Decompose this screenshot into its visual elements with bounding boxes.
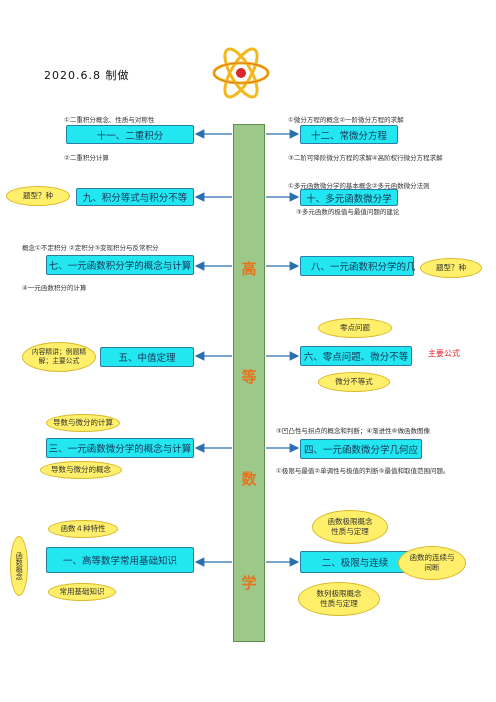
- node-basic-knowledge[interactable]: 一、高等数学常用基础知识: [46, 547, 194, 573]
- node-mean-value-theorem[interactable]: 五、中值定理: [100, 347, 194, 367]
- oval-function-properties: 函数４种特性: [48, 520, 118, 538]
- note-ode-top: ①微分方程的概念②一阶微分方程的求解: [288, 116, 404, 124]
- trunk-char: 数: [241, 470, 257, 488]
- node-multivariate-differential[interactable]: 十、多元函数微分学: [300, 189, 398, 206]
- note-multivariate-bottom: ③多元函数的极值与最值问题的建论: [296, 208, 400, 216]
- node-double-integral[interactable]: 十一、二重积分: [66, 125, 194, 144]
- oval-derivative-calc: 导数与微分的计算: [46, 414, 120, 432]
- node-univariate-differential[interactable]: 三、一元函数微分学的概念与计算: [46, 438, 194, 458]
- node-integral-application[interactable]: 八、一元函数积分学的几: [300, 256, 416, 276]
- oval-function-limit: 函数极限概念性质与定理: [312, 510, 388, 544]
- note-double-integral-bottom: ②二重积分计算: [64, 154, 109, 162]
- oval-zero-point: 零点问题: [318, 318, 392, 338]
- oval-question-types-right: 题型？种: [420, 258, 482, 278]
- note-geometry-bottom: ①极限与最值②单调性与极值的判断⑤最值和取值范围问题。: [276, 467, 450, 475]
- trunk-char: 学: [241, 574, 257, 592]
- oval-sequence-limit: 数列极限概念性质与定理: [298, 582, 380, 616]
- trunk-char: 等: [241, 368, 257, 386]
- note-ode-bottom: ③二阶可降阶微分方程的求解④高阶权行微分方程求解: [288, 154, 443, 162]
- node-ode[interactable]: 十二、常微分方程: [300, 125, 398, 144]
- node-differential-geometry[interactable]: 四、一元函数微分学几何应: [300, 439, 422, 459]
- oval-function-concept: 函数概念: [10, 536, 28, 596]
- trunk-char: 高: [241, 260, 257, 278]
- node-zero-point-inequality[interactable]: 六、零点问题、微分不等: [300, 346, 412, 366]
- atom-icon: [212, 47, 270, 99]
- node-limits-continuity[interactable]: 二、极限与连续: [300, 551, 410, 573]
- date-label: 2020.6.8 制做: [44, 69, 130, 82]
- oval-content-summary: 内容精讲；例题精解；主要公式: [22, 342, 96, 372]
- oval-common-basics: 常用基础知识: [48, 583, 116, 601]
- oval-derivative-concept: 导数与微分的概念: [40, 461, 122, 479]
- oval-question-types-left: 题型？种: [6, 186, 70, 206]
- note-double-integral-top: ①二重积分概念、性质与对称性: [64, 116, 155, 124]
- note-integral-calculation: ④一元函数积分的计算: [22, 284, 87, 292]
- node-univariate-integral[interactable]: 七、一元函数积分学的概念与计算: [46, 255, 194, 275]
- trunk-bar: [233, 124, 265, 642]
- note-multivariate-top: ①多元函数微分学的基本概念②多元函数微分法则: [288, 182, 430, 190]
- node-integral-inequality[interactable]: 九、积分等式与积分不等: [76, 188, 194, 206]
- oval-continuity-discontinuity: 函数的连续与间断: [398, 546, 466, 580]
- oval-differential-inequality: 微分不等式: [318, 372, 390, 392]
- note-indefinite-integral-top: 概念①不定积分 ②定积分③变现积分与反常积分: [22, 244, 159, 252]
- note-geometry-top: ③凹凸性与拐点的概念和判断；④渐进性⑥做函数图像: [276, 427, 430, 435]
- label-main-formulas: 主要公式: [428, 349, 460, 358]
